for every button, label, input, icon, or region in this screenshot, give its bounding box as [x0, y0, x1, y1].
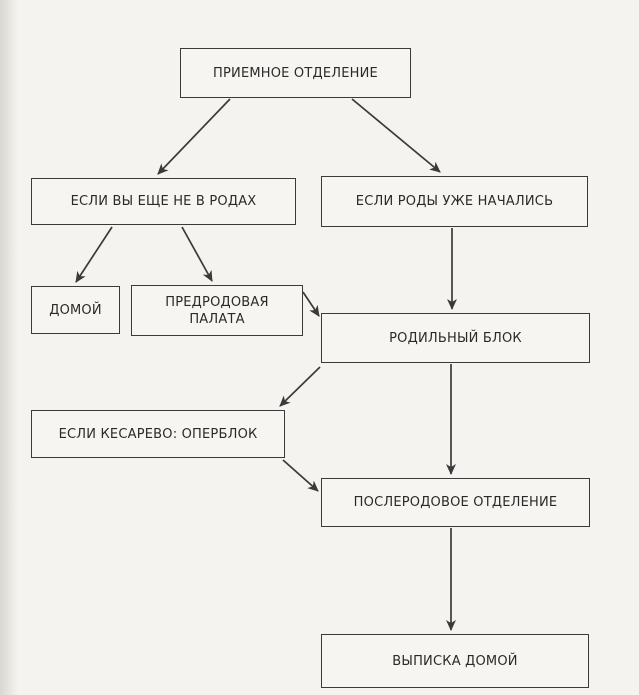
node-postnatal-ward: ПОСЛЕРОДОВОЕ ОТДЕЛЕНИЕ	[321, 478, 590, 527]
arrow-reception-to-not-in-labor	[157, 98, 231, 175]
node-not-in-labor-label: ЕСЛИ ВЫ ЕЩЕ НЕ В РОДАХ	[70, 194, 257, 209]
node-reception-label: ПРИЕМНОЕ ОТДЕЛЕНИЕ	[213, 65, 378, 81]
node-reception: ПРИЕМНОЕ ОТДЕЛЕНИЕ	[180, 48, 411, 98]
node-prenatal-ward-line1: ПРЕДРОДОВАЯ	[165, 294, 269, 310]
node-cesarean-label: ЕСЛИ КЕСАРЕВО: ОПЕРБЛОК	[58, 426, 258, 442]
node-delivery-unit-label: РОДИЛЬНЫЙ БЛОК	[389, 330, 522, 346]
node-discharge: ВЫПИСКА ДОМОЙ	[321, 634, 589, 688]
arrow-prenatal-to-delivery	[302, 291, 320, 317]
arrow-reception-to-labor-started	[351, 98, 441, 173]
arrow-delivery-to-cesarean	[279, 366, 321, 407]
node-not-in-labor: ЕСЛИ ВЫ ЕЩЕ НЕ В РОДАХ	[31, 178, 296, 225]
node-home: ДОМОЙ	[31, 286, 120, 334]
page-gutter-shadow	[0, 0, 18, 695]
node-prenatal-ward-text: ПРЕДРОДОВАЯ ПАЛАТА	[165, 294, 269, 328]
node-postnatal-ward-label: ПОСЛЕРОДОВОЕ ОТДЕЛЕНИЕ	[353, 495, 558, 510]
node-labor-started: ЕСЛИ РОДЫ УЖЕ НАЧАЛИСЬ	[321, 176, 588, 227]
node-labor-started-label: ЕСЛИ РОДЫ УЖЕ НАЧАЛИСЬ	[355, 194, 554, 209]
node-cesarean: ЕСЛИ КЕСАРЕВО: ОПЕРБЛОК	[31, 410, 285, 458]
arrow-not-in-labor-to-home	[75, 226, 113, 283]
node-delivery-unit: РОДИЛЬНЫЙ БЛОК	[321, 313, 590, 363]
arrow-cesarean-to-postnatal	[282, 459, 319, 492]
node-prenatal-ward: ПРЕДРОДОВАЯ ПАЛАТА	[131, 285, 303, 336]
arrow-not-in-labor-to-prenatal	[181, 226, 213, 282]
node-discharge-label: ВЫПИСКА ДОМОЙ	[392, 653, 518, 669]
node-home-label: ДОМОЙ	[49, 302, 102, 318]
node-prenatal-ward-line2: ПАЛАТА	[189, 311, 245, 327]
